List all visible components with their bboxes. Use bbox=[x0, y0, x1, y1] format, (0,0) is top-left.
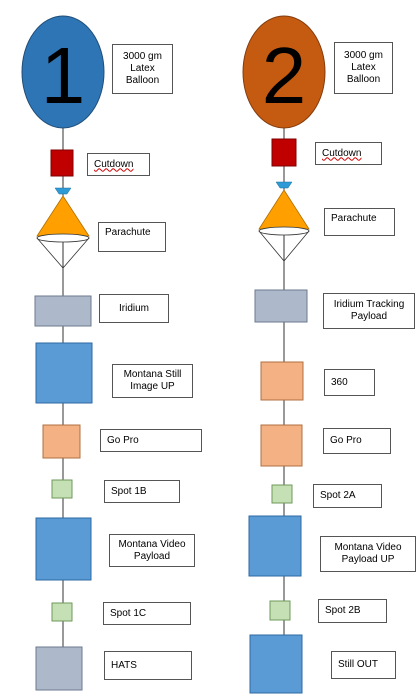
stack1-cutdown-label: Cutdown bbox=[87, 153, 150, 176]
stack2-parachute-label: Parachute bbox=[324, 208, 395, 236]
stack2-spot2b-label: Spot 2B bbox=[318, 599, 387, 623]
stack2-spot2a-label: Spot 2A bbox=[313, 484, 382, 508]
stack2-cutdown-box bbox=[271, 138, 297, 167]
stack1-spot1b-label: Spot 1B bbox=[104, 480, 180, 503]
stack1-balloon bbox=[21, 15, 105, 129]
stack1-montana-still-box bbox=[35, 342, 93, 404]
stack2-spot2a-box bbox=[271, 484, 293, 504]
stack1-montana-video-box bbox=[35, 517, 92, 581]
stack1-hats-label: HATS bbox=[104, 651, 192, 680]
stack1-spot1b-box bbox=[51, 479, 73, 499]
stack2-parachute-canopy bbox=[258, 189, 310, 230]
stack1-parachute-label: Parachute bbox=[98, 222, 166, 252]
stack2-iridium-label: Iridium Tracking Payload bbox=[323, 293, 415, 329]
stack1-balloon-label: 3000 gm Latex Balloon bbox=[112, 44, 173, 94]
stack1-iridium-label: Iridium bbox=[99, 294, 169, 323]
stack1-hats-box bbox=[35, 646, 83, 691]
stack2-montana-video-label: Montana Video Payload UP bbox=[320, 536, 416, 572]
stack1-parachute-canopy bbox=[36, 195, 90, 237]
stack1-gopro-box bbox=[42, 424, 81, 459]
stack1-balloon-number: 1 bbox=[41, 31, 86, 120]
stack2-parachute-rim bbox=[258, 226, 310, 236]
stack1-cutdown-box bbox=[50, 149, 74, 177]
stack2-cutdown-label: Cutdown bbox=[315, 142, 382, 165]
stack2-balloon-number: 2 bbox=[262, 31, 307, 120]
stack1-parachute-rim bbox=[36, 233, 90, 243]
stack2-360-box bbox=[260, 361, 304, 401]
stack2-montana-video-box bbox=[248, 515, 302, 577]
stack2-gopro-box bbox=[260, 424, 303, 467]
stack2-spot2b-box bbox=[269, 600, 291, 621]
stack1-iridium-box bbox=[34, 295, 92, 327]
stack2-balloon bbox=[242, 15, 326, 129]
stack1-gopro-label: Go Pro bbox=[100, 429, 202, 452]
stack2-still-out-box bbox=[249, 634, 303, 694]
stack2-360-label: 360 bbox=[324, 369, 375, 396]
stack1-montana-still-label: Montana Still Image UP bbox=[112, 364, 193, 398]
stack2-still-out-label: Still OUT bbox=[331, 651, 396, 679]
stack1-montana-video-label: Montana Video Payload bbox=[109, 534, 195, 567]
stack2-gopro-label: Go Pro bbox=[323, 428, 391, 454]
stack1-swivel bbox=[54, 187, 72, 195]
stack1-spot1c-box bbox=[51, 602, 73, 622]
stack2-balloon-label: 3000 gm Latex Balloon bbox=[334, 42, 393, 94]
stack2-swivel bbox=[275, 181, 293, 189]
stack1-spot1c-label: Spot 1C bbox=[103, 602, 191, 625]
stack2-iridium-box bbox=[254, 289, 308, 323]
